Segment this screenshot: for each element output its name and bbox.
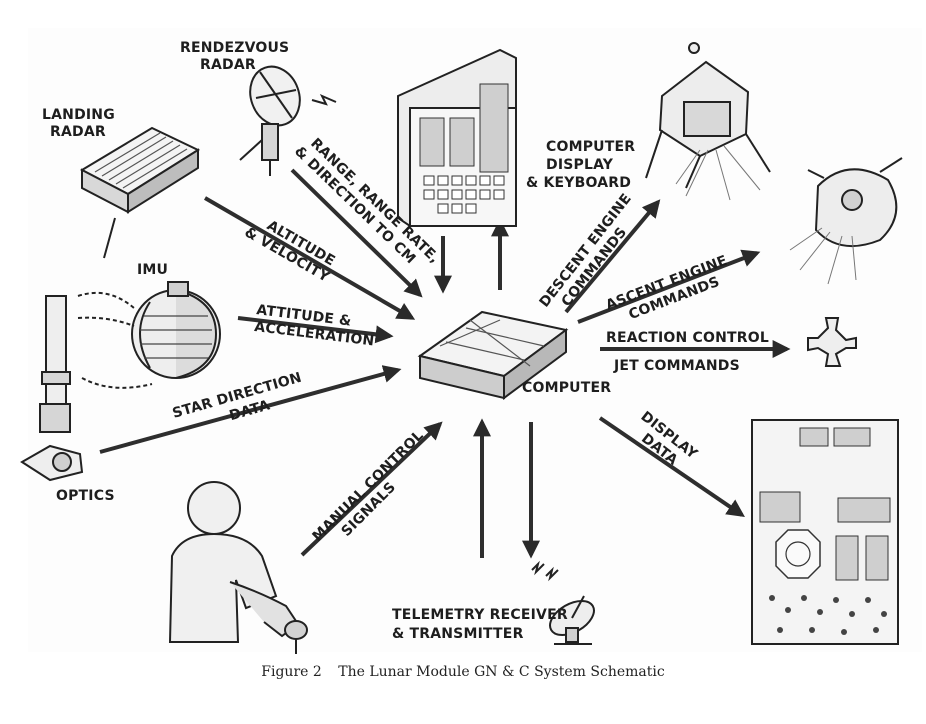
figure-title: The Lunar Module GN & C System Schematic xyxy=(338,664,665,680)
telemetry-label: TELEMETRY RECEIVER & TRANSMITTER xyxy=(392,607,573,642)
telemetry-dish-icon xyxy=(531,560,595,645)
optics-label: OPTICS xyxy=(56,488,115,504)
reaction-flow-label: REACTION CONTROL JET COMMANDS xyxy=(606,330,774,374)
optics-icon xyxy=(20,295,84,482)
landing-radar-icon xyxy=(79,126,201,259)
figure-number: Figure 2 xyxy=(261,664,322,680)
lunar-module-descent-icon xyxy=(645,42,771,201)
rendezvous-radar-icon xyxy=(239,65,337,176)
computer-label: COMPUTER xyxy=(522,380,611,396)
imu-label: IMU xyxy=(137,262,168,278)
imu-icon xyxy=(77,281,221,389)
landing-radar-label: LANDING RADAR xyxy=(42,107,120,140)
flow-arrows xyxy=(99,168,791,559)
arrow-manual-to-computer xyxy=(300,421,443,557)
control-panel-icon xyxy=(751,419,899,645)
arrow-imu-to-computer xyxy=(237,316,394,344)
astronaut-icon xyxy=(168,481,308,654)
arrow-display-data xyxy=(598,416,745,518)
arrow-landing-to-computer xyxy=(203,196,416,320)
arrow-optics-to-computer xyxy=(99,365,402,454)
computer-display-label: COMPUTER DISPLAY & KEYBOARD xyxy=(526,139,640,191)
rendezvous-radar-label: RENDEZVOUS RADAR xyxy=(180,40,294,73)
computer-icon xyxy=(417,310,569,400)
lunar-module-ascent-icon xyxy=(789,157,903,285)
arrow-rendezvous-to-computer xyxy=(290,168,423,298)
reaction-control-jet-icon xyxy=(807,317,857,367)
arrow-ascent-commands xyxy=(577,249,761,324)
computer-display-keyboard-icon xyxy=(397,48,517,228)
arrow-descent-commands xyxy=(564,199,661,314)
figure-caption: Figure 2 The Lunar Module GN & C System … xyxy=(0,664,926,680)
